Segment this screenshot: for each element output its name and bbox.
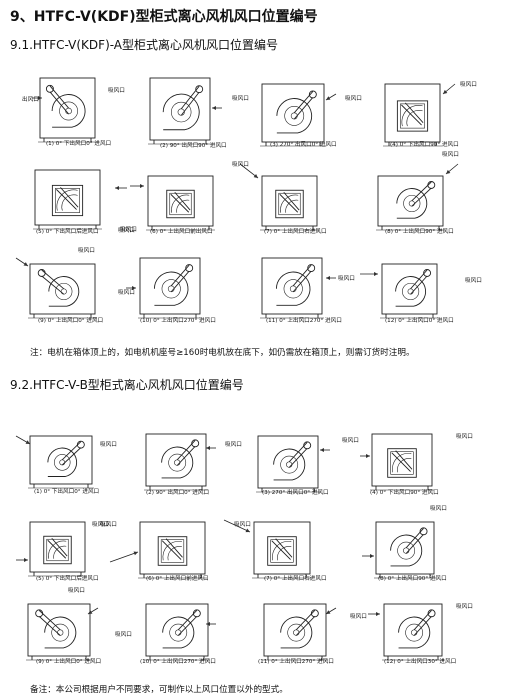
- intake-label-a-2: 吸风口: [232, 96, 249, 102]
- section-b-remark: 备注：本公司根据用户不同要求，可制作以上风口位置以外的型式。: [30, 685, 288, 695]
- section-b-heading: 9.2.HTFC-V-B型柜式离心风机风口位置编号: [10, 378, 244, 392]
- caption-b-4: (4) 0° 下出风口90° 进风口: [370, 490, 439, 496]
- caption-a-1: (1) 0° 下出风口0° 进风口: [46, 141, 112, 147]
- intake-label-a-8: 吸风口: [442, 152, 459, 158]
- section-a-note: 注：电机在箱体顶上的，如电机机座号≥160时电机放在底下，如仍需放在箱顶上，则需…: [30, 348, 415, 358]
- intake-label-b-6: 吸风口: [100, 522, 117, 528]
- caption-b-12: (12) 0° 上出风口30° 进风口: [384, 659, 457, 665]
- caption-b-1: (1) 0° 下出风口0° 进风口: [34, 489, 100, 495]
- intake-label-a-3: 吸风口: [345, 96, 362, 102]
- fan-drawing-b9: [26, 603, 99, 661]
- fan-drawing-a11: [260, 257, 336, 319]
- page-title: 9、HTFC-V(KDF)型柜式离心风机风口位置编号: [10, 9, 318, 25]
- intake-label-a-11: 吸风口: [338, 276, 355, 282]
- caption-b-9: (9) 0° 上出风口0° 进风口: [36, 659, 102, 665]
- fan-drawing-b10: [144, 603, 216, 661]
- fan-drawing-a12: [360, 263, 439, 319]
- fan-drawing-b2: [144, 433, 216, 491]
- caption-a-8: (8) 0° 上出风口90° 进风口: [385, 229, 454, 235]
- fan-drawing-a8: [376, 163, 459, 231]
- fan-drawing-a7: [239, 163, 319, 231]
- caption-a-12: (12) 0° 上出风口0° 进风口: [385, 318, 454, 324]
- intake-label-b-12: 吸风口: [456, 604, 473, 610]
- intake-label-b-4: 吸风口: [456, 434, 473, 440]
- fan-drawing-a3: [260, 83, 337, 147]
- caption-b-2: (2) 90° 出风口0° 进风口: [146, 490, 210, 496]
- caption-b-5: (5) 0° 下出风口后进风口: [36, 576, 99, 582]
- intake-label-b-2: 吸风口: [225, 442, 242, 448]
- intake-label-a-10: 吸风口: [118, 290, 135, 296]
- caption-a-5: (5) 0° 下出风口后进风口: [36, 229, 99, 235]
- fan-drawing-a4: [383, 83, 456, 147]
- caption-a-7: (7) 0° 上出风口右进风口: [264, 229, 327, 235]
- fan-drawing-b8: [362, 521, 436, 579]
- fan-drawing-a1: [32, 77, 97, 143]
- fan-drawing-a10: [126, 257, 202, 319]
- fan-drawing-a6: [130, 175, 215, 231]
- intake-label-b-7: 吸风口: [234, 522, 251, 528]
- intake-label-a-7: 吸风口: [232, 162, 249, 168]
- intake-label-b-8: 吸风口: [430, 506, 447, 512]
- intake-label-a-1: 吸风口: [108, 88, 125, 94]
- caption-a-4: (4) 0° 下出风口90° 进风口: [390, 142, 459, 148]
- intake-label-b-11: 吸风口: [350, 614, 367, 620]
- intake-label-b-9: 吸风口: [68, 588, 85, 594]
- caption-b-3: (3) 270° 出风口0° 进风口: [262, 490, 329, 496]
- caption-a-9: (9) 0° 上出风口0° 进风口: [38, 318, 104, 324]
- caption-a-3: (3) 270° 出风口0° 进风口: [270, 142, 337, 148]
- intake-label-a-4: 吸风口: [460, 82, 477, 88]
- fan-drawing-b4: [360, 433, 434, 491]
- fan-drawing-a2: [148, 77, 222, 145]
- caption-b-11: (11) 0° 上出风口270° 进风口: [258, 659, 334, 665]
- fan-drawing-b3: [256, 435, 330, 493]
- intake-label-b-3: 吸风口: [342, 438, 359, 444]
- caption-a-10: (10) 0° 上出风口270° 进风口: [140, 318, 216, 324]
- intake-label-a-12: 吸风口: [465, 278, 482, 284]
- fan-drawing-b11: [262, 603, 337, 661]
- caption-b-8: (8) 0° 上出风口90° 进风口: [378, 576, 447, 582]
- fan-drawing-b6: [109, 521, 207, 579]
- intake-label-a-9: 吸风口: [78, 248, 95, 254]
- caption-a-6: (6) 0° 上出风口前出风口: [150, 229, 213, 235]
- fan-drawing-a9: [15, 257, 97, 319]
- caption-b-7: (7) 0° 上出风口右进风口: [264, 576, 327, 582]
- fan-drawing-a5: [33, 169, 127, 230]
- intake-label-b-5: 吸风口: [92, 522, 109, 528]
- fan-drawing-b5: [16, 521, 87, 577]
- caption-b-10: (10) 0° 上出风口270° 进风口: [140, 659, 216, 665]
- intake-label-a-6: 吸风口: [120, 227, 137, 233]
- fan-drawing-b1: [15, 435, 94, 489]
- fan-drawing-b7: [223, 519, 312, 579]
- intake-label-a-5: 吸风口: [118, 228, 135, 234]
- caption-a-2: (2) 90° 出风口90° 进风口: [160, 143, 227, 149]
- section-a-heading: 9.1.HTFC-V(KDF)-A型柜式离心风机风口位置编号: [10, 38, 279, 52]
- caption-a-11: (11) 0° 上出风口270° 进风口: [266, 318, 342, 324]
- intake-label-b-10: 吸风口: [115, 632, 132, 638]
- intake-label-b-1: 吸风口: [100, 442, 117, 448]
- outlet-label-a-1: 出风口: [22, 97, 39, 103]
- caption-b-6: (6) 0° 上出风口前进风口: [146, 576, 209, 582]
- fan-drawing-b12: [368, 603, 444, 661]
